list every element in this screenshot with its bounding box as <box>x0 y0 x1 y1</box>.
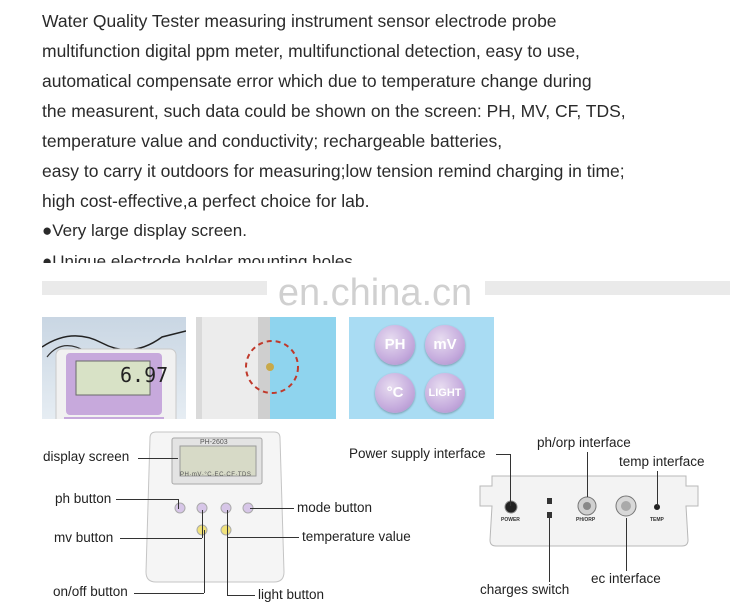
power-supply-interface-label: Power supply interface <box>349 446 486 461</box>
device-model-label: PH-2603 <box>200 439 228 446</box>
callout-line <box>134 593 204 594</box>
callout-line <box>120 538 202 539</box>
light-key-icon: LIGHT <box>425 373 465 413</box>
description-line: easy to carry it outdoors for measuring;… <box>42 161 625 181</box>
mode-button-label: mode button <box>297 500 373 515</box>
ph-orp-interface-label: ph/orp interface <box>537 435 631 450</box>
mv-key-icon: mV <box>425 325 465 365</box>
ph-orp-port-label: PH/ORP <box>576 517 596 523</box>
callout-line <box>587 452 588 497</box>
display-reading: 6.97 <box>120 363 169 387</box>
temp-port-label: TEMP <box>650 517 664 523</box>
callout-line <box>227 537 299 538</box>
ph-key-icon: PH <box>375 325 415 365</box>
watermark-bar <box>42 281 267 295</box>
temp-interface-label: temp interface <box>619 454 705 469</box>
product-description: Water Quality Tester measuring instrumen… <box>42 6 732 263</box>
light-button-label: light button <box>258 587 325 602</box>
description-line: Water Quality Tester measuring instrumen… <box>42 11 557 31</box>
ec-interface-label: ec interface <box>591 571 661 586</box>
callout-line <box>227 532 228 595</box>
temperature-key-icon: °C <box>375 373 415 413</box>
description-line: automatical compensate error which due t… <box>42 71 592 91</box>
display-screen-label: display screen <box>43 449 130 464</box>
callout-line <box>178 499 179 509</box>
power-port-label: POWER <box>501 517 520 523</box>
on-off-button-label: on/off button <box>53 584 128 599</box>
description-line: the measurent, such data could be shown … <box>42 101 626 121</box>
callout-line <box>202 510 203 538</box>
callout-line <box>204 530 205 593</box>
ph-button-label: ph button <box>55 491 112 506</box>
back-device-drawing <box>479 475 699 547</box>
temperature-value-label: temperature value <box>302 529 411 544</box>
feature-bullet: ●Very large display screen. <box>42 221 247 240</box>
callout-line <box>227 595 255 596</box>
device-photo: 6.97 <box>42 317 186 419</box>
callout-line <box>250 508 294 509</box>
callout-line <box>626 518 627 571</box>
description-line: high cost-effective,a perfect choice for… <box>42 191 370 211</box>
description-line: temperature value and conductivity; rech… <box>42 131 503 151</box>
callout-line <box>657 471 658 507</box>
callout-line <box>116 499 178 500</box>
buttons-photo: PH mV °C LIGHT <box>349 317 494 419</box>
mv-button-label: mv button <box>54 530 114 545</box>
callout-line <box>227 510 228 537</box>
watermark: en.china.cn <box>277 272 473 314</box>
callout-line <box>138 458 178 459</box>
charges-switch-label: charges switch <box>480 582 570 597</box>
description-line: multifunction digital ppm meter, multifu… <box>42 41 580 61</box>
mounting-hole-art <box>196 317 299 419</box>
callout-line <box>496 454 510 455</box>
feature-bullet: ●Unique electrode holder mounting holes <box>42 252 353 263</box>
front-device-drawing <box>145 431 285 583</box>
callout-line <box>549 518 550 582</box>
device-photo-art <box>42 330 186 419</box>
watermark-bar <box>485 281 730 295</box>
callout-line <box>510 454 511 506</box>
mounting-hole-photo <box>196 317 336 419</box>
screen-legend: PH·mV·°C·EC·CF·TDS <box>180 472 252 478</box>
